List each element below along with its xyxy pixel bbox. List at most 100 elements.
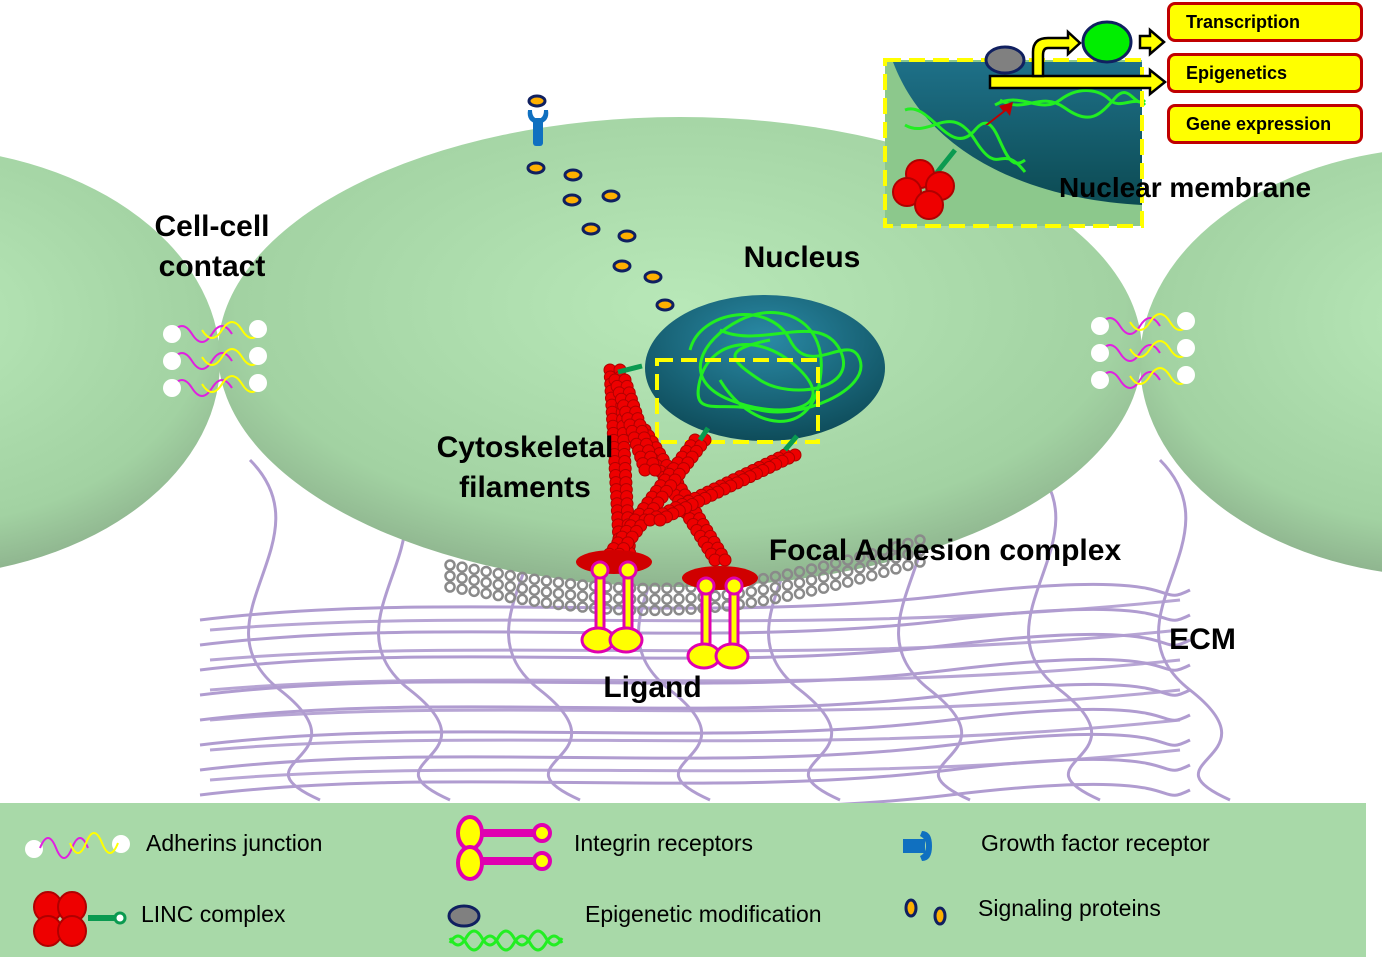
integrin-head <box>618 560 638 580</box>
adherins-junction-icon <box>25 832 130 859</box>
linc-connectors <box>617 363 799 452</box>
integrin-head <box>590 560 610 580</box>
ecm-fiber <box>209 628 1181 662</box>
cadherin <box>171 352 233 370</box>
membrane-bead <box>902 537 914 550</box>
cadherin-head <box>249 320 267 338</box>
membrane-bead <box>528 595 541 607</box>
label-cytoskeletal-1: Cytoskeletal <box>436 431 614 464</box>
membrane-bead <box>829 568 842 580</box>
membrane-bead <box>841 554 854 566</box>
membrane-bead <box>793 576 806 589</box>
ecm-fiber <box>199 707 1191 747</box>
membrane-bead <box>769 592 782 605</box>
integrin-receptors <box>576 550 758 670</box>
inset-highlight <box>655 358 820 444</box>
membrane-bead <box>769 570 782 583</box>
left-cell <box>0 156 220 568</box>
membrane-bead <box>492 578 504 591</box>
membrane-bead <box>878 544 890 557</box>
cadherin <box>1099 371 1161 389</box>
membrane-bead <box>516 582 529 595</box>
membrane-bead <box>853 573 866 585</box>
membrane-bead <box>480 576 492 589</box>
ecm-fiber <box>209 748 1181 782</box>
membrane-bead <box>492 567 504 580</box>
nuclear-membrane-inset <box>883 20 1168 228</box>
membrane-bead <box>637 593 649 606</box>
membrane-bead <box>564 589 577 601</box>
membrane-bead <box>757 572 770 585</box>
membrane-bead <box>552 576 565 589</box>
cadherin-head <box>163 379 181 397</box>
cadherin-head <box>1091 371 1109 389</box>
membrane-bead <box>564 578 577 590</box>
membrane-bead <box>661 582 673 594</box>
membrane-bead <box>673 604 685 616</box>
membrane-bead <box>456 583 468 595</box>
cadherin-head <box>1177 339 1195 357</box>
membrane-bead <box>576 590 589 602</box>
membrane-bead <box>540 586 553 598</box>
outcome-transcription: Transcription <box>1167 2 1363 42</box>
membrane-bead <box>516 593 529 606</box>
membrane-bead <box>829 579 842 591</box>
membrane-bead <box>890 541 902 553</box>
membrane-bead <box>914 556 926 568</box>
legend-linc-complex: LINC complex <box>141 901 286 927</box>
ecm-fiber <box>1027 458 1101 802</box>
membrane-bead <box>793 565 806 578</box>
epigenetic-modification-icon <box>447 904 564 952</box>
membrane-bead <box>444 570 456 582</box>
integrin-head <box>724 576 744 596</box>
label-cell-cell-contact-2: contact <box>158 250 266 283</box>
membrane-bead <box>853 551 866 563</box>
signaling-protein <box>643 270 663 284</box>
membrane-bead <box>492 589 504 602</box>
legend-adherins-junction: Adherins junction <box>146 830 323 856</box>
membrane-bead <box>504 591 517 604</box>
membrane-bead <box>528 584 541 596</box>
ligand <box>714 642 750 670</box>
membrane-bead <box>468 574 480 587</box>
actin-bead <box>648 463 662 477</box>
membrane-bead <box>673 593 685 605</box>
membrane-bead <box>757 583 770 596</box>
membrane-bead <box>673 582 685 594</box>
cadherin <box>201 375 263 393</box>
membrane-bead <box>757 594 770 607</box>
growth-factor-receptor-icon <box>903 831 932 861</box>
membrane-bead <box>841 565 854 577</box>
legend-epigenetic-modification: Epigenetic modification <box>585 901 822 927</box>
membrane-bead <box>504 569 517 582</box>
cadherin-head <box>1091 344 1109 362</box>
linc-complex-icon <box>33 891 127 947</box>
membrane-bead <box>540 575 553 587</box>
cadherin <box>1099 317 1161 335</box>
signaling-protein <box>563 168 583 182</box>
membrane-bead <box>661 604 673 616</box>
label-focal-adhesion: Focal Adhesion complex <box>768 534 1122 567</box>
membrane-bead <box>781 590 794 602</box>
ecm-fiber <box>199 582 1191 622</box>
label-nuclear-membrane: Nuclear membrane <box>1058 172 1312 203</box>
growth-factor-receptor <box>527 94 549 146</box>
membrane-bead <box>661 593 673 605</box>
cadherin <box>1129 313 1191 331</box>
legend-growth-factor-receptor: Growth factor receptor <box>981 830 1210 856</box>
ecm-fiber <box>1157 458 1231 802</box>
membrane-bead <box>564 600 577 612</box>
cadherin <box>1099 344 1161 362</box>
membrane-bead <box>745 585 758 598</box>
integrin-head <box>696 576 716 596</box>
cadherin <box>201 321 263 339</box>
signaling-protein <box>617 229 637 243</box>
ecm-fiber <box>209 718 1181 752</box>
cadherin <box>1129 367 1191 385</box>
membrane-bead <box>890 552 902 564</box>
cadherin-head <box>1177 366 1195 384</box>
label-cell-cell-contact-1: Cell-cell <box>154 210 270 243</box>
membrane-bead <box>685 592 697 604</box>
focal-adhesion-plaque <box>576 550 652 574</box>
label-nucleus: Nucleus <box>743 241 861 274</box>
